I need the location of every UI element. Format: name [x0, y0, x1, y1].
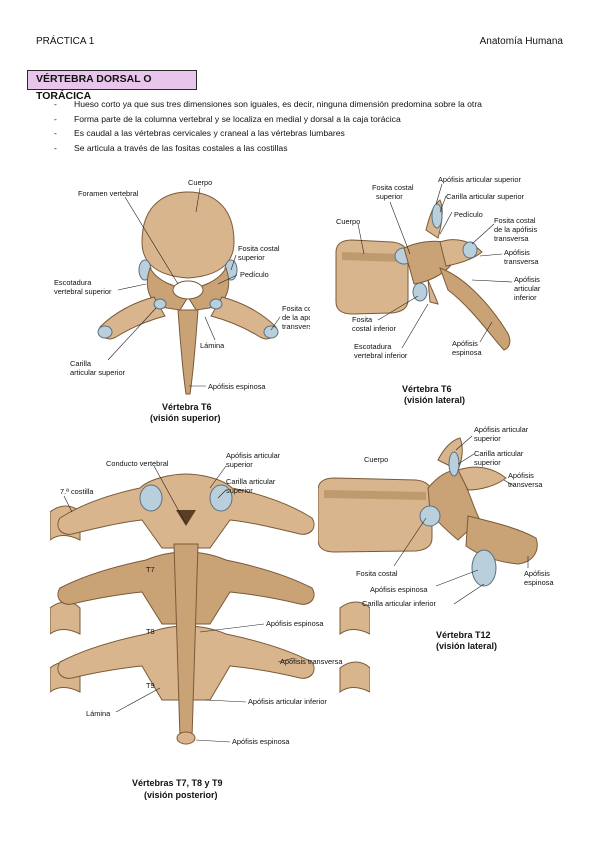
header-right: Anatomía Humana [479, 36, 563, 47]
label-apofisis-transversa: Apófisis [508, 471, 534, 480]
label-carilla: Carilla [70, 359, 92, 368]
label-pediculo: Pedículo [454, 210, 483, 219]
label-cuerpo: Cuerpo [188, 178, 212, 187]
label-apofisis-articular-inf: articular [514, 284, 541, 293]
label-escotadura-inf: Escotadura [354, 342, 392, 351]
label-apofisis-articular-inf: inferior [514, 293, 537, 302]
label-articular-inf: Apófisis articular inferior [248, 697, 327, 706]
caption-t7-t9: Vértebras T7, T8 y T9 [132, 778, 223, 788]
bullet-item: Hueso corto ya que sus tres dimensiones … [54, 97, 482, 112]
label-carilla-inf: Carilla articular inferior [362, 599, 436, 608]
figure-t6-lateral: Fosita costal superior Apófisis articula… [322, 172, 572, 410]
label-conducto: Conducto vertebral [106, 459, 169, 468]
label-apofisis-articular-sup: Apófisis articular superior [438, 175, 522, 184]
label-espinosa-b: espinosa [524, 578, 554, 587]
label-transversa: Apófisis transversa [280, 657, 343, 666]
label-fosita-inf: Fosita [352, 315, 373, 324]
label-espinosa: Apófisis espinosa [266, 619, 324, 628]
bullet-item: Se articula a través de las fositas cost… [54, 141, 482, 156]
label-fosita-apofisis: Fosita costal [494, 216, 536, 225]
figure-t12-lateral: Apófisis articular superior Carilla arti… [318, 420, 578, 660]
label-apofisis-articular-sup: superior [474, 434, 501, 443]
header-left: PRÁCTICA 1 [36, 36, 95, 47]
label-carilla-sup: Carilla articular [474, 449, 524, 458]
label-espinosa: espinosa [452, 348, 482, 357]
label-fosita-costal: Fosita costal [356, 569, 398, 578]
caption-t6-superior-sub: (visión superior) [150, 413, 221, 423]
label-espinosa-2: Apófisis espinosa [232, 737, 290, 746]
caption-t6-lateral: Vértebra T6 [402, 384, 452, 394]
label-apofisis-articular-sup: superior [226, 460, 253, 469]
label-fosita-apofisis: de la apófisis [494, 225, 537, 234]
label-carilla-sup: superior [226, 486, 253, 495]
bullet-item: Es caudal a las vértebras cervicales y c… [54, 126, 482, 141]
label-cuerpo: Cuerpo [364, 455, 388, 464]
label-carilla-sup: Carilla articular [226, 477, 276, 486]
label-apofisis-transversa: transversa [504, 257, 539, 266]
label-fosita-sup: Fosita costal [372, 183, 414, 192]
label-espinosa-a: Apófisis espinosa [370, 585, 428, 594]
label-escotadura: Escotadura [54, 278, 92, 287]
bullet-list: Hueso corto ya que sus tres dimensiones … [54, 97, 482, 155]
label-foramen: Foramen vertebral [78, 189, 139, 198]
label-lamina: Lámina [86, 709, 111, 718]
label-escotadura: vertebral superior [54, 287, 112, 296]
label-apofisis-transversa: transversa [508, 480, 543, 489]
label-apofisis-articular-sup: Apófisis articular [474, 425, 529, 434]
label-espinosa: Apófisis espinosa [208, 382, 266, 391]
label-septima-costilla: 7.ª costilla [60, 487, 94, 496]
label-t8: T8 [146, 627, 155, 636]
label-carilla-sup: Carilla articular superior [446, 192, 525, 201]
caption-t6-superior: Vértebra T6 [162, 402, 212, 412]
label-espinosa: Apófisis [452, 339, 478, 348]
label-lamina: Lámina [200, 341, 225, 350]
label-espinosa-b: Apófisis [524, 569, 550, 578]
label-pediculo: Pedículo [240, 270, 269, 279]
caption-t6-lateral-sub: (visión lateral) [404, 395, 465, 405]
label-fosita-apofisis: de la apófisis [282, 313, 310, 322]
label-fosita-apofisis: Fosita costal [282, 304, 310, 313]
label-t7: T7 [146, 565, 155, 574]
label-escotadura-inf: vertebral inferior [354, 351, 408, 360]
section-title: VÉRTEBRA DORSAL O TORÁCICA [27, 70, 197, 102]
figure-t7-t9-posterior: Conducto vertebral Apófisis articular su… [50, 448, 370, 808]
caption-t12-sub: (visión lateral) [436, 641, 497, 651]
caption-t12: Vértebra T12 [436, 630, 491, 640]
caption-t7-t9-sub: (visión posterior) [144, 790, 218, 800]
label-cuerpo: Cuerpo [336, 217, 360, 226]
figure-t6-superior: Foramen vertebral Cuerpo Fosita costal s… [50, 172, 310, 434]
label-fosita-sup: superior [376, 192, 403, 201]
label-fosita-sup: superior [238, 253, 265, 262]
label-apofisis-transversa: Apófisis [504, 248, 530, 257]
label-t9: T9 [146, 681, 155, 690]
label-carilla: articular superior [70, 368, 126, 377]
label-fosita-sup: Fosita costal [238, 244, 280, 253]
label-apofisis-articular-inf: Apófisis [514, 275, 540, 284]
label-apofisis-articular-sup: Apófisis articular [226, 451, 281, 460]
bullet-item: Forma parte de la columna vertebral y se… [54, 112, 482, 127]
label-fosita-inf: costal inferior [352, 324, 396, 333]
label-fosita-apofisis: transversa [494, 234, 529, 243]
label-fosita-apofisis: transversa [282, 322, 310, 331]
label-carilla-sup: superior [474, 458, 501, 467]
